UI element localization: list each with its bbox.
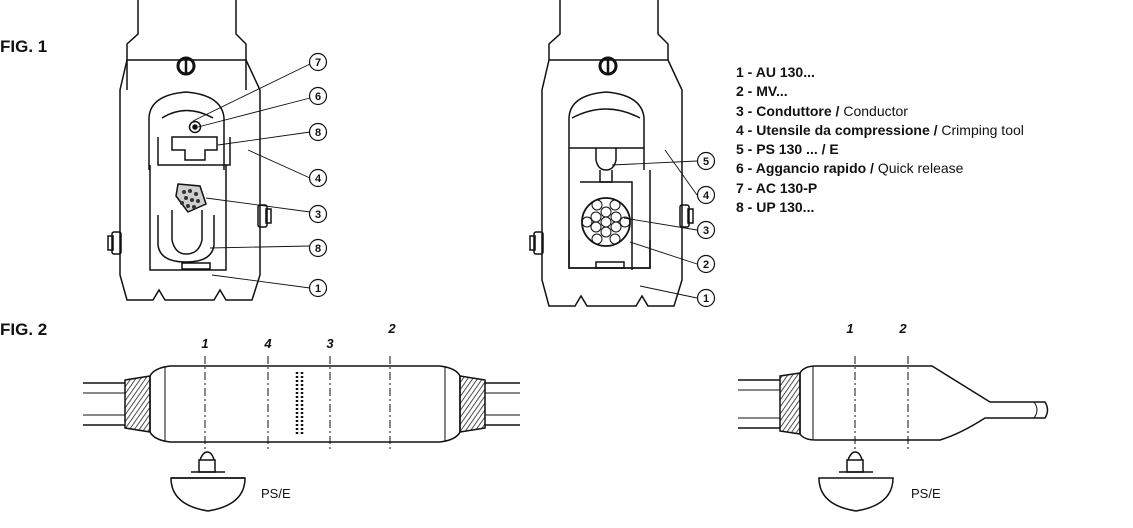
callout-1: 1 — [308, 278, 328, 298]
fig2-terminal-lug — [738, 356, 1049, 450]
svg-text:2: 2 — [703, 259, 709, 271]
callout-8-lower: 8 — [308, 238, 328, 258]
fig1-left-tool — [107, 0, 311, 301]
fig1-left-callouts: 7 6 8 4 3 8 1 — [308, 52, 328, 298]
svg-text:1: 1 — [703, 293, 709, 305]
callout-2: 2 — [696, 254, 716, 274]
callout-4: 4 — [696, 185, 716, 205]
quick-release-icon — [188, 120, 202, 134]
legend-item-5: 5 - PS 130 ... / E — [736, 141, 839, 158]
callout-4: 4 — [308, 168, 328, 188]
svg-text:4: 4 — [315, 173, 322, 185]
fig1-right-tool — [529, 0, 698, 307]
fig2-left-die — [170, 451, 246, 512]
fig2-right-die — [818, 451, 894, 512]
fig2-right-positions: 1 2 — [846, 321, 907, 336]
fig2-joint-sleeve — [83, 356, 520, 450]
svg-text:3: 3 — [315, 209, 321, 221]
position-2-label: 2 — [387, 321, 396, 336]
legend-item-2: 2 - MV... — [736, 83, 788, 100]
svg-text:3: 3 — [703, 225, 709, 237]
fig1-right-callouts: 5 4 3 2 1 — [696, 151, 716, 308]
legend-item-6: 6 - Aggancio rapido / Quick release — [736, 160, 964, 177]
callout-1: 1 — [696, 288, 716, 308]
callout-8-upper: 8 — [308, 122, 328, 142]
position-4-label: 4 — [263, 336, 272, 351]
position-2-label: 2 — [898, 321, 907, 336]
brand-logo-icon — [598, 56, 618, 76]
svg-text:1: 1 — [315, 283, 321, 295]
position-3-label: 3 — [326, 336, 334, 351]
callout-3: 3 — [696, 220, 716, 240]
legend-item-8: 8 - UP 130... — [736, 199, 815, 216]
position-1-label: 1 — [201, 336, 208, 351]
legend-item-4: 4 - Utensile da compressione / Crimping … — [736, 121, 1024, 138]
svg-text:8: 8 — [315, 243, 321, 255]
legend-item-1: 1 - AU 130... — [736, 64, 815, 80]
parts-legend: 1 - AU 130... 2 - MV... 3 - Conduttore /… — [736, 63, 1024, 217]
callout-3: 3 — [308, 204, 328, 224]
fig-1-label: FIG. 1 — [0, 37, 47, 56]
svg-text:6: 6 — [315, 91, 321, 103]
legend-item-3: 3 - Conduttore / Conductor — [736, 102, 908, 119]
fig-2-label: FIG. 2 — [0, 320, 47, 339]
die-label-left: PS/E — [261, 486, 291, 501]
position-1-label: 1 — [846, 321, 853, 336]
svg-text:8: 8 — [315, 127, 321, 139]
brand-logo-icon — [176, 56, 196, 76]
fig2-left-positions: 1 4 3 2 — [201, 321, 396, 351]
callout-6: 6 — [308, 86, 328, 106]
callout-5: 5 — [696, 151, 716, 171]
svg-text:4: 4 — [703, 190, 710, 202]
die-label-right: PS/E — [911, 486, 941, 501]
svg-text:7: 7 — [315, 57, 321, 69]
svg-text:5: 5 — [703, 156, 709, 168]
callout-7: 7 — [308, 52, 328, 72]
legend-item-7: 7 - AC 130-P — [736, 179, 818, 196]
